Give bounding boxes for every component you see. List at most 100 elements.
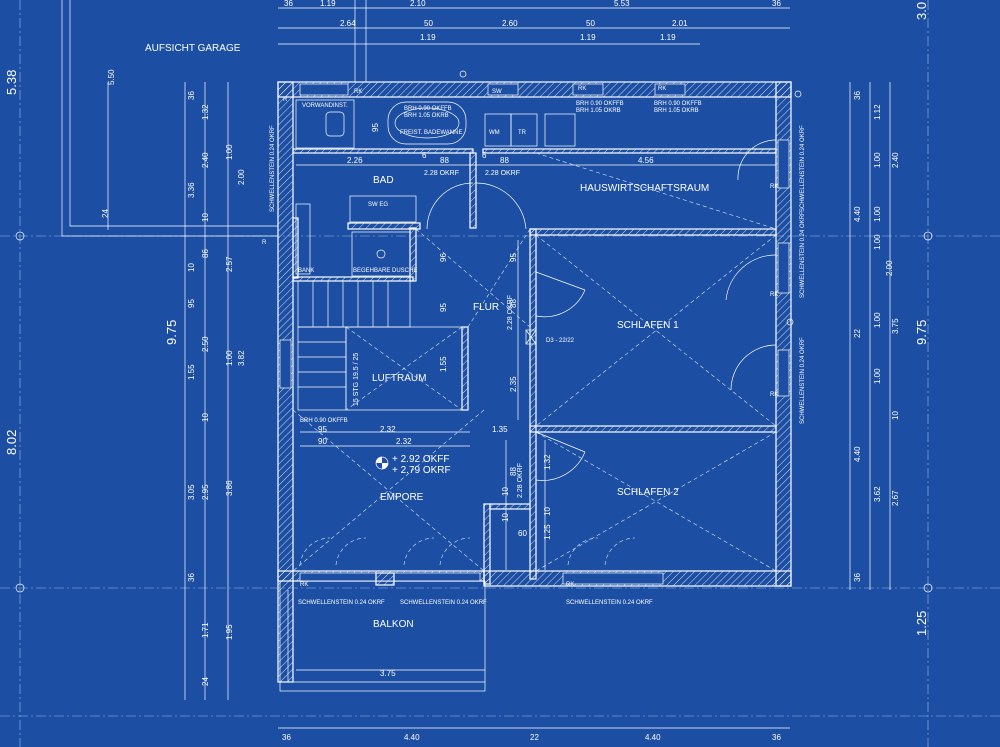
- bathroom-fixtures: [295, 99, 576, 277]
- note-brh-hwr-4: BRH 1.05 OKRB: [654, 108, 699, 114]
- dim-int-23: 10: [501, 487, 510, 496]
- dim-right-9: 1.00: [873, 312, 882, 328]
- dim-right-13: 4.40: [853, 446, 862, 462]
- dim-left-10: 2.50: [201, 336, 210, 352]
- dim-right-outer-3: 1.25: [914, 611, 929, 636]
- dim-right-5: 4.40: [853, 206, 862, 222]
- note-schwelle-r2: SCHWELLENSTEIN 0.24 OKRF: [800, 211, 806, 298]
- staircase: [297, 280, 463, 411]
- dim-top-11: 1.19: [420, 33, 436, 42]
- note-schwelle-left: SCHWELLENSTEIN 0.24 OKRF: [270, 125, 276, 212]
- note-schwelle-r1: SCHWELLENSTEIN 0.24 OKRF: [800, 125, 806, 212]
- dim-bottom-2: 4.40: [404, 733, 420, 742]
- dim-int-20: 1.32: [543, 454, 552, 470]
- label-stairs: 15 STG 19.5 / 25: [353, 353, 360, 406]
- note-brh-hwr-3: BRH 0.90 OKFFB: [654, 101, 702, 107]
- dim-right-2: 1.12: [873, 104, 882, 120]
- dim-int-14: 1.55: [439, 356, 448, 372]
- dim-top-1: 36: [284, 0, 293, 8]
- dim-int-17: 2.32: [396, 437, 412, 446]
- dim-top-8: 2.60: [502, 19, 518, 28]
- note-schwelle-r3: SCHWELLENSTEIN 0.24 OKRF: [800, 337, 806, 424]
- dim-balkon: 3.75: [380, 669, 396, 678]
- dim-right-11: 1.00: [873, 368, 882, 384]
- dim-left-7: 10: [187, 263, 196, 272]
- dim-left-18: 1.95: [225, 624, 234, 640]
- dim-bottom-3: 22: [530, 733, 539, 742]
- note-brh-bad-2: BRH 1.05 OKRB: [404, 113, 449, 119]
- room-diagonals: [292, 152, 777, 572]
- grid-marker: [794, 90, 802, 98]
- dim-right-12: 22: [853, 329, 862, 338]
- dim-int-8: 96: [439, 253, 448, 262]
- dim-top-5: 36: [772, 0, 781, 8]
- label-wm: WM: [489, 130, 500, 136]
- dim-top-10: 2.01: [672, 19, 688, 28]
- label-rk-8: RK: [566, 582, 574, 588]
- dim-top-12: 1.19: [580, 33, 596, 42]
- note-brh-bad-1: BRH 0.90 OKFFB: [404, 106, 452, 112]
- label-rk-4: RK: [770, 184, 778, 190]
- door-swings: [299, 139, 777, 566]
- room-label-luftraum: LUFTRAUM: [372, 373, 426, 384]
- dim-left-2: 1.32: [201, 104, 210, 120]
- dim-int-16: 2.32: [380, 425, 396, 434]
- dim-right-6: 1.00: [873, 206, 882, 222]
- dimension-texts: 36 1.19 2.10 5.53 36 2.64 50 2.60 50 2.0…: [4, 0, 929, 742]
- dim-top-3: 2.10: [410, 0, 426, 8]
- grid-marker: [459, 70, 467, 78]
- note-schwelle-b2: SCHWELLENSTEIN 0.24 OKRF: [400, 600, 487, 606]
- dim-int-15: 1.35: [492, 425, 508, 434]
- grid-marker: [923, 583, 933, 593]
- balcony-outline: [279, 580, 486, 692]
- label-sw: SW: [492, 89, 502, 95]
- dim-left-4: 3.36: [187, 182, 196, 198]
- dim-left-12: 10: [201, 413, 210, 422]
- note-schwelle-b3: SCHWELLENSTEIN 0.24 OKRF: [566, 600, 653, 606]
- dim-int-4: 6: [422, 151, 427, 160]
- dim-int-13: 2.35: [509, 376, 518, 392]
- room-label-balkon: BALKON: [373, 619, 414, 630]
- note-level-1: + 2.92 OKFF: [392, 454, 450, 465]
- fixture-labels: VORWANDINST. FREIST. BADEWANNE BEGEHBARE…: [262, 86, 778, 588]
- dim-left-19: 24: [201, 677, 210, 686]
- note-okrf-flur: 2.28 OKRF: [507, 295, 514, 330]
- room-label-empore: EMPORE: [380, 492, 424, 503]
- dim-left-5: 10: [201, 213, 210, 222]
- note-brh-hwr-1: BRH 0.90 OKFFB: [576, 101, 624, 107]
- dim-int-6: 6: [482, 151, 487, 160]
- label-rk-2: RK: [578, 86, 586, 92]
- dim-left-1: 36: [187, 91, 196, 100]
- dim-top-7: 50: [424, 19, 433, 28]
- room-label-flur: FLUR: [473, 302, 499, 313]
- dim-top-9: 50: [586, 19, 595, 28]
- dim-int-19: 90: [318, 437, 327, 446]
- room-label-hwr: HAUSWIRTSCHAFTSRAUM: [580, 183, 709, 194]
- dim-right-7: 1.00: [873, 234, 882, 250]
- dim-right-15: 2.67: [891, 490, 900, 506]
- dim-int-5: 88: [440, 156, 449, 165]
- dim-right-outer-2: 9.75: [914, 320, 929, 345]
- dim-int-24: 10: [501, 513, 510, 522]
- dim-left-11: 1.55: [187, 364, 196, 380]
- dim-left-6: 2.57: [225, 256, 234, 272]
- label-vorwand: VORWANDINST.: [302, 103, 348, 109]
- room-label-garage: AUFSICHT GARAGE: [145, 43, 241, 54]
- dim-right-1: 36: [853, 91, 862, 100]
- interior-walls: [292, 148, 777, 585]
- room-label-schlafen-2: SCHLAFEN 2: [617, 487, 679, 498]
- garage-outline: [61, 0, 367, 237]
- dim-int-9: 95: [509, 253, 518, 262]
- dim-right-8: 2.00: [885, 260, 894, 276]
- dim-int-7: 88: [500, 156, 509, 165]
- dim-left-16: 36: [187, 573, 196, 582]
- room-labels: AUFSICHT GARAGE BAD HAUSWIRTSCHAFTSRAUM …: [145, 43, 709, 630]
- dim-int-11: 88: [509, 299, 518, 308]
- dim-left-inner-4: 3.82: [237, 350, 246, 366]
- dim-int-21: 60: [518, 529, 527, 538]
- grid-marker: [15, 583, 25, 593]
- dim-right-16: 10: [891, 411, 900, 420]
- label-rk-1: RK: [354, 89, 362, 95]
- label-rk-7: RK: [300, 582, 308, 588]
